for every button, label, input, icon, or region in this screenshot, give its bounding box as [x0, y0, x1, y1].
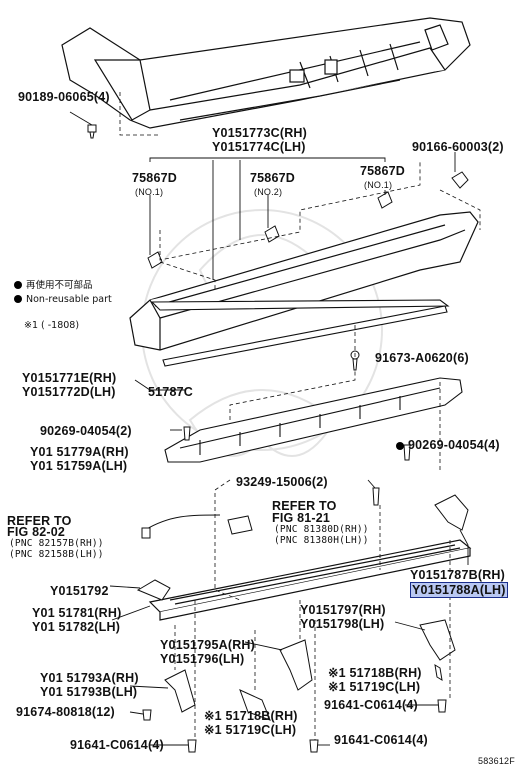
part-51718b-left[interactable]: ※1 51718B(RH)	[204, 709, 298, 723]
part-91641-left[interactable]: 91641-C0614(4)	[70, 738, 164, 752]
part-y0151798[interactable]: Y0151798(LH)	[300, 617, 385, 631]
part-91641-right[interactable]: 91641-C0614(4)	[324, 698, 418, 712]
part-75867d-no2[interactable]: 75867D	[250, 171, 295, 185]
part-51719c-left[interactable]: ※1 51719C(LH)	[204, 723, 297, 737]
part-91674[interactable]: 91674-80818(12)	[16, 705, 115, 719]
upper-frame-part	[61, 17, 471, 129]
part-93249[interactable]: 93249-15006(2)	[236, 475, 328, 489]
dashed-guide-lines	[119, 92, 481, 740]
refer-fig-81-21-number[interactable]: FIG 81-21	[272, 511, 331, 525]
nonreusable-dot-icon	[396, 442, 404, 450]
part-75867d-no1-right-sub: (NO.1)	[364, 180, 393, 190]
highlighted-part-number[interactable]: Y0151788A(LH)	[410, 582, 508, 598]
moulding-strip-part	[150, 299, 450, 367]
step-cover-part	[129, 211, 479, 351]
diagram-code: 583612F	[478, 756, 515, 766]
part-y0151773c[interactable]: Y0151773C(RH)	[212, 126, 308, 140]
part-y0151774c[interactable]: Y0151774C(LH)	[212, 140, 306, 154]
legend-nonreusable-en: Non-reusable part	[14, 294, 112, 306]
part-y0151795a[interactable]: Y0151795A(RH)	[160, 638, 256, 652]
part-y0151797[interactable]: Y0151797(RH)	[300, 603, 386, 617]
part-y0151781[interactable]: Y01 51781(RH)	[32, 606, 122, 620]
nonreusable-dot-icon	[14, 281, 22, 289]
part-y0151787b[interactable]: Y0151787B(RH)	[410, 568, 506, 582]
step-pad-part	[164, 377, 463, 463]
part-90189[interactable]: 90189-06065(4)	[18, 90, 110, 104]
part-y0151793b[interactable]: Y01 51793B(LH)	[40, 685, 138, 699]
part-51719c-right[interactable]: ※1 51719C(LH)	[328, 680, 421, 694]
part-y0151792[interactable]: Y0151792	[50, 584, 109, 598]
part-y0151788a[interactable]: Y0151788A(LH)	[410, 582, 508, 598]
part-y0151771e[interactable]: Y0151771E(RH)	[22, 371, 117, 385]
refer-fig-81-21[interactable]: REFER TO	[272, 499, 337, 513]
running-board-part	[148, 539, 472, 621]
part-y0151759a[interactable]: Y01 51759A(LH)	[30, 459, 128, 473]
legend-note: ※1 ( -1808)	[24, 320, 80, 331]
part-90166[interactable]: 90166-60003(2)	[412, 140, 504, 154]
part-51718b-right[interactable]: ※1 51718B(RH)	[328, 666, 422, 680]
refer-fig-82-02-pnc-lh: (PNC 82158B(LH))	[9, 549, 104, 560]
part-51787c[interactable]: 51787C	[148, 385, 193, 399]
legend-nonreusable-jp: 再使用不可部品	[14, 280, 93, 292]
part-y0151772d[interactable]: Y0151772D(LH)	[22, 385, 116, 399]
part-90269-2[interactable]: 90269-04054(2)	[40, 424, 132, 438]
part-y0151793a[interactable]: Y01 51793A(RH)	[40, 671, 139, 685]
part-75867d-no1-left-sub: (NO.1)	[135, 187, 164, 197]
refer-fig-81-21-pnc-rh: (PNC 81380D(RH))	[274, 524, 369, 535]
part-91641-middle[interactable]: 91641-C0614(4)	[334, 733, 428, 747]
part-y0151796[interactable]: Y0151796(LH)	[160, 652, 245, 666]
part-91673[interactable]: 91673-A0620(6)	[375, 351, 469, 365]
part-75867d-no1-right[interactable]: 75867D	[360, 164, 405, 178]
nonreusable-dot-icon	[14, 295, 22, 303]
refer-fig-81-21-pnc-lh: (PNC 81380H(LH))	[274, 535, 369, 546]
refer-fig-82-02-pnc-rh: (PNC 82157B(RH))	[9, 538, 104, 549]
part-y0151779a[interactable]: Y01 51779A(RH)	[30, 445, 129, 459]
fastener-parts	[87, 124, 469, 753]
part-y0151782[interactable]: Y01 51782(LH)	[32, 620, 121, 634]
part-75867d-no1-left[interactable]: 75867D	[132, 171, 177, 185]
part-90269-4[interactable]: 90269-04054(4)	[396, 438, 500, 452]
part-75867d-no2-sub: (NO.2)	[254, 187, 283, 197]
refer-fig-82-02-number[interactable]: FIG 82-02	[7, 525, 66, 539]
refer-fig-82-02[interactable]: REFER TO	[7, 514, 72, 528]
